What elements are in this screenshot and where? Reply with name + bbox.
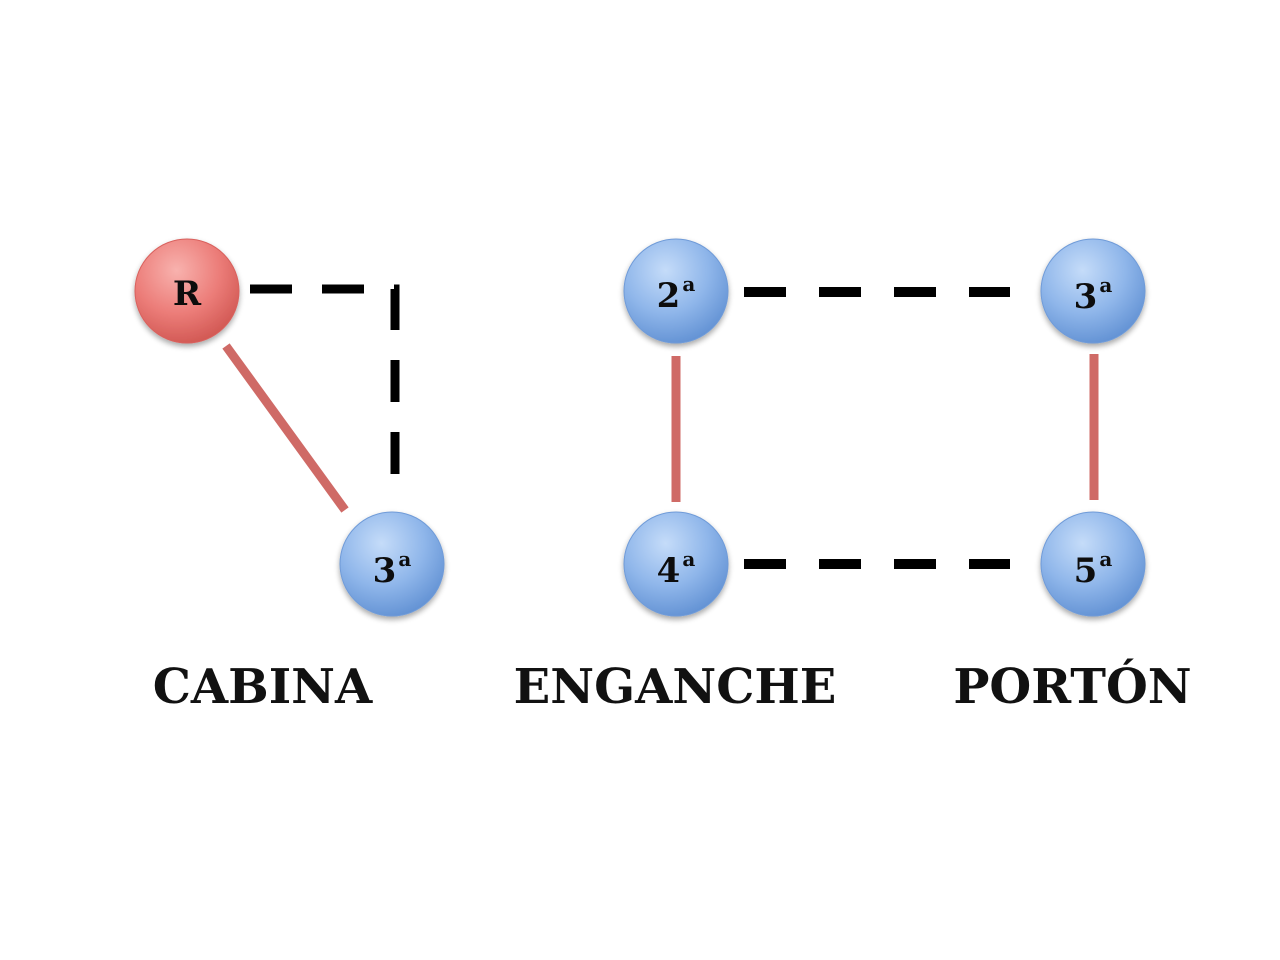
node-cabina-r: R xyxy=(134,238,240,344)
group-label-cabina: CABINA xyxy=(152,659,373,715)
node-label: 4 xyxy=(657,551,681,591)
svg-text:3a: 3a xyxy=(373,547,412,591)
node-label: 5 xyxy=(1074,551,1098,591)
cabina-solid-link xyxy=(222,343,349,513)
group-label-porton: PORTÓN xyxy=(953,659,1192,715)
node-label: 2 xyxy=(657,276,681,316)
node-label: R xyxy=(173,274,202,314)
cabina-dashed-link xyxy=(250,284,400,495)
node-superscript: a xyxy=(398,547,411,571)
links xyxy=(222,284,1099,569)
group-label-enganche: ENGANCHE xyxy=(513,659,837,715)
node-superscript: a xyxy=(1099,547,1112,571)
node-label: 3 xyxy=(373,551,397,591)
node-label: 3 xyxy=(1074,277,1098,317)
svg-text:5a: 5a xyxy=(1074,547,1113,591)
node-superscript: a xyxy=(1099,273,1112,297)
svg-text:3a: 3a xyxy=(1074,273,1113,317)
node-superscript: a xyxy=(682,547,695,571)
node-superscript: a xyxy=(682,272,695,296)
svg-text:2a: 2a xyxy=(657,272,696,316)
svg-text:4a: 4a xyxy=(657,547,696,591)
